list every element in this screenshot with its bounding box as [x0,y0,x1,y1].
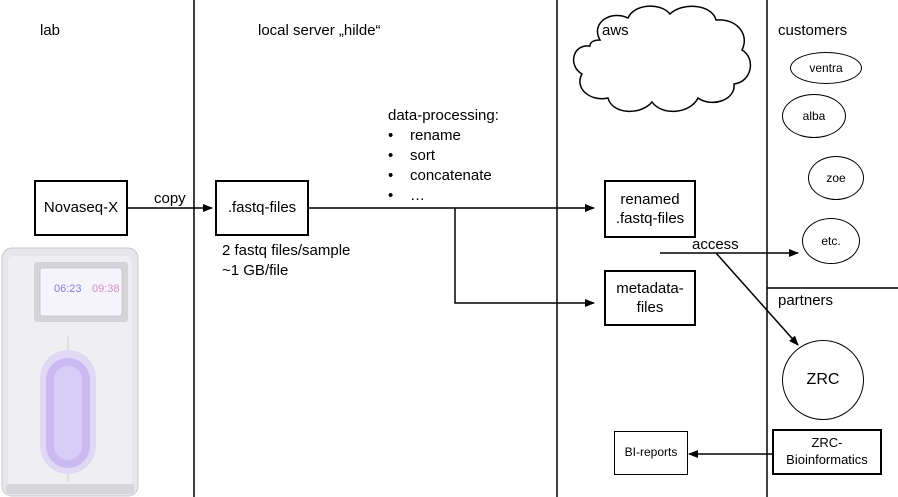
fastq-note-file-size: ~1 GB/file [222,262,289,279]
access-arrow-zrc [715,252,799,346]
metadata-label-line2: files [636,299,664,316]
customer-label: zoe [826,171,846,185]
fastq-files-box: .fastq-files [215,180,309,236]
zone-label-partners: partners [778,292,834,309]
novaseq-box: Novaseq-X [34,180,128,236]
zone-label-aws: aws [602,22,629,39]
bi-reports-box: BI-reports [614,431,688,475]
processing-step-list: rename sort concatenate … [388,126,499,206]
customer-ellipse-etc: etc. [802,218,860,264]
renamed-label-line2: .fastq-files [615,210,685,227]
customer-ellipse-alba: alba [782,94,846,138]
novaseq-label: Novaseq-X [43,199,119,217]
processing-title: data-processing: [388,107,499,124]
fastq-note-files-per-sample: 2 fastq files/sample [222,242,351,259]
sequencer-illustration [1,247,139,497]
zrc-circle: ZRC [782,340,864,420]
metadata-files-box: metadata- files [604,270,696,326]
device-time-left: 06:23 [54,283,82,295]
cloud-shape [572,5,752,112]
zrc-bio-label-line2: Bioinformatics [786,452,868,467]
zone-label-customers: customers [778,22,848,39]
fastq-files-label: .fastq-files [227,199,297,217]
zrc-bio-label-line1: ZRC- [811,435,843,451]
customer-label: alba [802,109,826,123]
zrc-bioinformatics-box: ZRC- Bioinformatics [772,429,882,475]
customer-ellipse-zoe: zoe [808,156,864,200]
bi-reports-label: BI-reports [624,445,678,460]
customer-ellipse-ventra: ventra [790,52,862,84]
renamed-label-line1: renamed [620,190,680,208]
processing-step: … [388,186,499,206]
device-time-right: 09:38 [92,283,120,295]
processing-steps: data-processing: rename sort concatenate… [388,106,499,206]
zone-label-local-server: local server „hilde“ [258,22,381,39]
customer-label: ventra [809,61,843,75]
copy-label: copy [154,190,186,207]
zrc-label: ZRC [806,371,840,388]
customer-label: etc. [821,234,841,248]
fastq-notes: 2 fastq files/sample ~1 GB/file [222,241,350,281]
access-label: access [692,236,739,253]
renamed-fastq-box: renamed .fastq-files [604,180,696,238]
metadata-arrow [454,208,595,307]
processing-step: sort [388,146,499,166]
zone-label-lab: lab [40,22,61,39]
processing-step: rename [388,126,499,146]
metadata-label-line1: metadata- [616,279,684,297]
processing-step: concatenate [388,166,499,186]
